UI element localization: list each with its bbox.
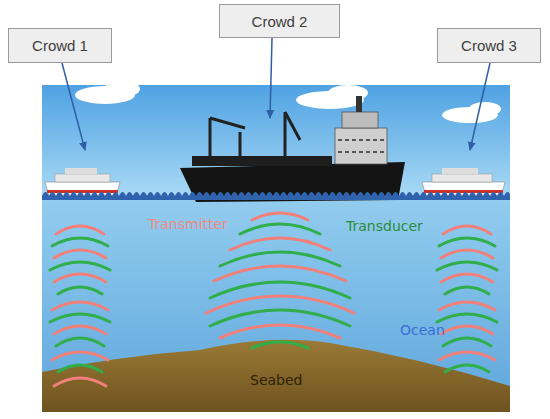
ship-deck [65,168,97,174]
transmit-wave [441,274,493,282]
box-text: Crowd 3 [461,37,517,54]
echo-wave [56,338,104,346]
transmit-wave [52,302,108,310]
echo-wave [443,338,491,346]
transmit-wave [56,226,104,234]
leader-line [270,38,272,118]
transmit-wave [443,226,491,234]
transmit-wave [439,302,495,310]
ship-deck [432,174,492,182]
leader-line [470,63,490,150]
echo-wave [445,287,489,294]
crowd-box: Crowd 3 [437,28,541,63]
ship-mast [356,96,362,112]
echo-wave [437,262,497,270]
transmit-wave [52,352,108,360]
echo-wave [50,262,110,270]
crowd-box: Crowd 2 [219,4,340,38]
leader-line [62,63,85,150]
transmit-wave [252,213,308,220]
transmit-wave [54,326,106,334]
crowd-box: Crowd 1 [8,28,112,63]
echo-wave [445,365,489,372]
ship-bridge [342,112,378,128]
transmit-wave [230,238,330,250]
echo-wave [58,287,102,294]
box-text: Crowd 2 [252,13,308,30]
echo-wave [50,314,110,322]
sonar-right [437,226,497,372]
scene-label: Ocean [400,322,445,338]
surface-waves [42,186,510,200]
ship-windows [338,140,384,152]
scene-label: Transducer [346,218,423,234]
scene-label: Transmitter [148,216,228,232]
echo-wave [437,314,497,322]
transmit-wave [54,250,106,258]
echo-wave [439,238,495,246]
scene-label: Seabed [250,372,302,388]
transmit-wave [54,378,106,386]
sonar-center [206,213,354,348]
echo-wave [252,342,308,348]
echo-wave [240,224,320,234]
ship-bridge [335,128,387,164]
ship-deck [442,168,478,174]
transmit-wave [220,325,340,338]
transmit-wave [439,352,495,360]
leader-lines [62,38,490,150]
sonar-left [50,226,110,386]
cloud [469,102,501,116]
echo-wave [220,252,340,266]
seabed-ground [42,340,510,412]
transmit-wave [54,274,106,282]
cloud [104,81,140,97]
echo-wave [52,238,108,246]
crane [210,112,300,156]
transmit-wave [441,250,493,258]
ship-deck [192,156,332,166]
transmit-wave [441,326,493,334]
ship-deck [55,174,110,182]
box-text: Crowd 1 [32,37,88,54]
ocean-water [42,196,510,412]
echo-wave [58,365,102,372]
transmit-wave [214,266,346,281]
